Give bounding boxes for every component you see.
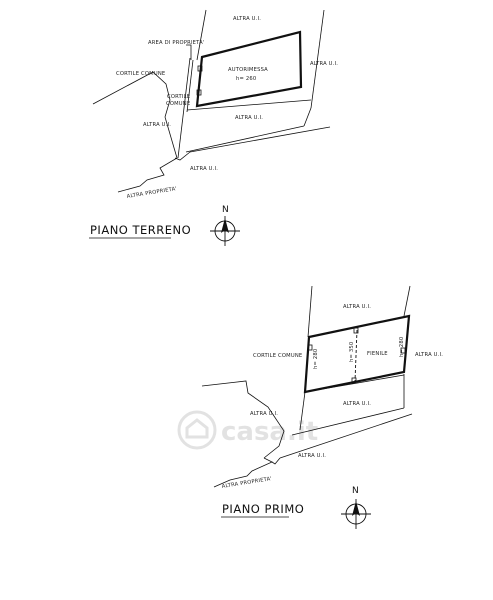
upper-plan-lines bbox=[92, 9, 331, 193]
upper-plan: ALTRA U.I. AREA DI PROPRIETA' CORTILE CO… bbox=[89, 9, 338, 246]
lower-plan-title: PIANO PRIMO bbox=[222, 502, 304, 516]
watermark-text: casa.it bbox=[221, 417, 318, 447]
label-middle-unit: ALTRA U.I. bbox=[235, 115, 263, 121]
label-middle-unit-2: ALTRA U.I. bbox=[343, 401, 371, 407]
north-arrow-icon: N bbox=[341, 486, 371, 529]
label-shared-courtyard: CORTILE COMUNE bbox=[116, 71, 165, 77]
lower-plan-lines bbox=[201, 285, 413, 488]
lower-plan: ALTRA U.I. CORTILE COMUNE h= 280 h= 350 … bbox=[201, 285, 443, 529]
label-top-unit-2: ALTRA U.I. bbox=[343, 304, 371, 310]
watermark: casa.it bbox=[177, 410, 318, 450]
north-arrow-icon: N bbox=[210, 205, 240, 246]
label-bottom-unit-2: ALTRA U.I. bbox=[298, 453, 326, 459]
label-height-left: h= 280 bbox=[313, 349, 319, 369]
label-courtyard-small-2: COMUNE bbox=[166, 101, 190, 107]
label-height-right: h= 280 bbox=[399, 337, 405, 357]
label-garage-height: h= 260 bbox=[236, 76, 256, 82]
label-other-property-2: ALTRA PROPRIETA' bbox=[221, 476, 272, 490]
north-label-2: N bbox=[352, 486, 359, 496]
hayloft-room bbox=[303, 314, 411, 394]
label-property-area: AREA DI PROPRIETA' bbox=[148, 40, 205, 46]
house-logo-icon bbox=[177, 410, 217, 450]
label-shared-courtyard-2: CORTILE COMUNE bbox=[253, 353, 302, 359]
label-courtyard-small-1: CORTILE bbox=[167, 94, 190, 100]
north-label: N bbox=[222, 205, 229, 215]
upper-plan-title: PIANO TERRENO bbox=[90, 223, 191, 237]
label-garage: AUTORIMESSA bbox=[228, 67, 268, 73]
label-left-unit-2: ALTRA U.I. bbox=[250, 411, 278, 417]
label-left-unit: ALTRA U.I. bbox=[143, 122, 171, 128]
label-right-unit-2: ALTRA U.I. bbox=[415, 352, 443, 358]
label-top-unit: ALTRA U.I. bbox=[233, 16, 261, 22]
label-hayloft: FIENILE bbox=[367, 351, 388, 357]
hayloft-dashed-line bbox=[354, 329, 358, 382]
label-other-property: ALTRA PROPRIETA' bbox=[126, 186, 177, 200]
label-bottom-unit: ALTRA U.I. bbox=[190, 166, 218, 172]
label-right-unit: ALTRA U.I. bbox=[310, 61, 338, 67]
label-height-mid: h= 350 bbox=[349, 342, 355, 362]
